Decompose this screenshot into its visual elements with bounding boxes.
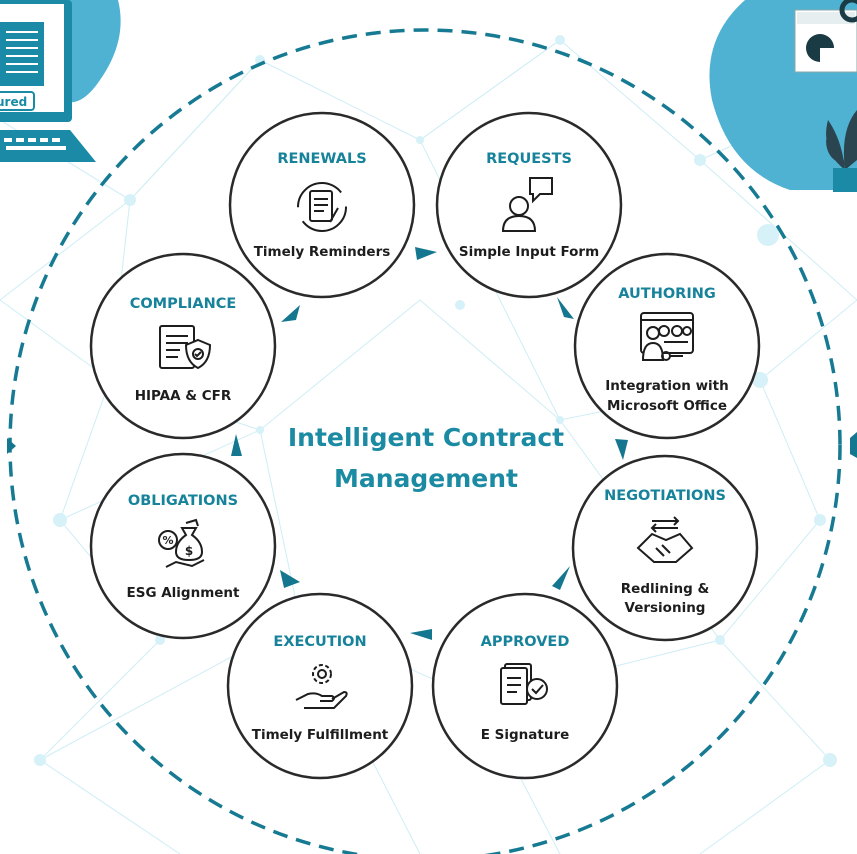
node-subtitle: Simple Input Form xyxy=(459,244,599,260)
node-title: NEGOTIATIONS xyxy=(604,488,726,504)
node-circle xyxy=(573,252,761,440)
node-subtitle: E Signature xyxy=(481,727,570,743)
node-subtitle-line2: Versioning xyxy=(625,600,706,616)
node-title: COMPLIANCE xyxy=(130,296,237,312)
arrow-negotiations-to-approved xyxy=(552,566,570,590)
user-screen-key-icon xyxy=(640,312,694,361)
node-subtitle: HIPAA & CFR xyxy=(135,388,232,404)
document-check-icon xyxy=(500,663,548,705)
arrow-approved-to-execution xyxy=(410,629,432,640)
node-subtitle: Timely Fulfillment xyxy=(252,727,389,743)
node-requests: REQUESTS Simple Input Form xyxy=(435,111,623,299)
svg-text:$: $ xyxy=(185,544,193,558)
node-subtitle: Redlining & xyxy=(621,581,710,597)
node-approved: APPROVED E Signature xyxy=(431,592,619,780)
user-chat-icon xyxy=(501,177,553,232)
center-title-line1: Intelligent Contract xyxy=(288,423,564,452)
node-title: REQUESTS xyxy=(486,151,572,167)
arrow-obligations-to-compliance xyxy=(231,434,242,456)
node-compliance: COMPLIANCE HIPAA & CFR xyxy=(89,252,277,440)
arrow-compliance-to-renewals xyxy=(281,305,300,322)
svg-text:%: % xyxy=(162,534,173,547)
node-title: OBLIGATIONS xyxy=(128,493,238,509)
node-title: APPROVED xyxy=(481,634,570,650)
ring-arrow-left xyxy=(7,438,16,454)
money-hand-icon: % $ xyxy=(158,518,205,568)
node-circle xyxy=(89,252,277,440)
node-renewals: RENEWALS Timely Reminders xyxy=(228,111,416,299)
center-title-line2: Management xyxy=(334,464,518,493)
node-negotiations: NEGOTIATIONS Redlining & Versioning xyxy=(571,454,759,642)
node-subtitle-line2: Microsoft Office xyxy=(607,398,727,414)
arrow-authoring-to-negotiations xyxy=(615,439,628,460)
laptop-badge-text: ured xyxy=(0,95,27,109)
node-circle xyxy=(435,111,623,299)
document-refresh-icon xyxy=(297,182,347,232)
document-shield-icon xyxy=(159,325,212,370)
handshake-icon xyxy=(636,516,694,563)
flow-arrows xyxy=(231,247,628,640)
ring-arrow-right xyxy=(850,432,857,458)
arrow-execution-to-obligations xyxy=(280,570,300,588)
node-title: EXECUTION xyxy=(273,634,366,650)
node-title: AUTHORING xyxy=(618,286,716,302)
arrow-renewals-to-requests xyxy=(415,247,437,260)
node-subtitle: ESG Alignment xyxy=(127,585,241,601)
arrow-requests-to-authoring xyxy=(557,297,574,319)
laptop-illustration: ured xyxy=(0,0,121,162)
plant-illustration xyxy=(709,0,857,192)
node-title: RENEWALS xyxy=(277,151,366,167)
node-subtitle: Timely Reminders xyxy=(254,244,391,260)
node-circle xyxy=(226,592,414,780)
node-execution: EXECUTION Timely Fulfillment xyxy=(226,592,414,780)
node-subtitle: Integration with xyxy=(605,378,729,394)
gear-hand-icon xyxy=(295,664,348,709)
node-obligations: OBLIGATIONS % $ ESG Alignment xyxy=(89,452,277,640)
node-authoring: AUTHORING Integration with Microsoft Off… xyxy=(573,252,761,440)
